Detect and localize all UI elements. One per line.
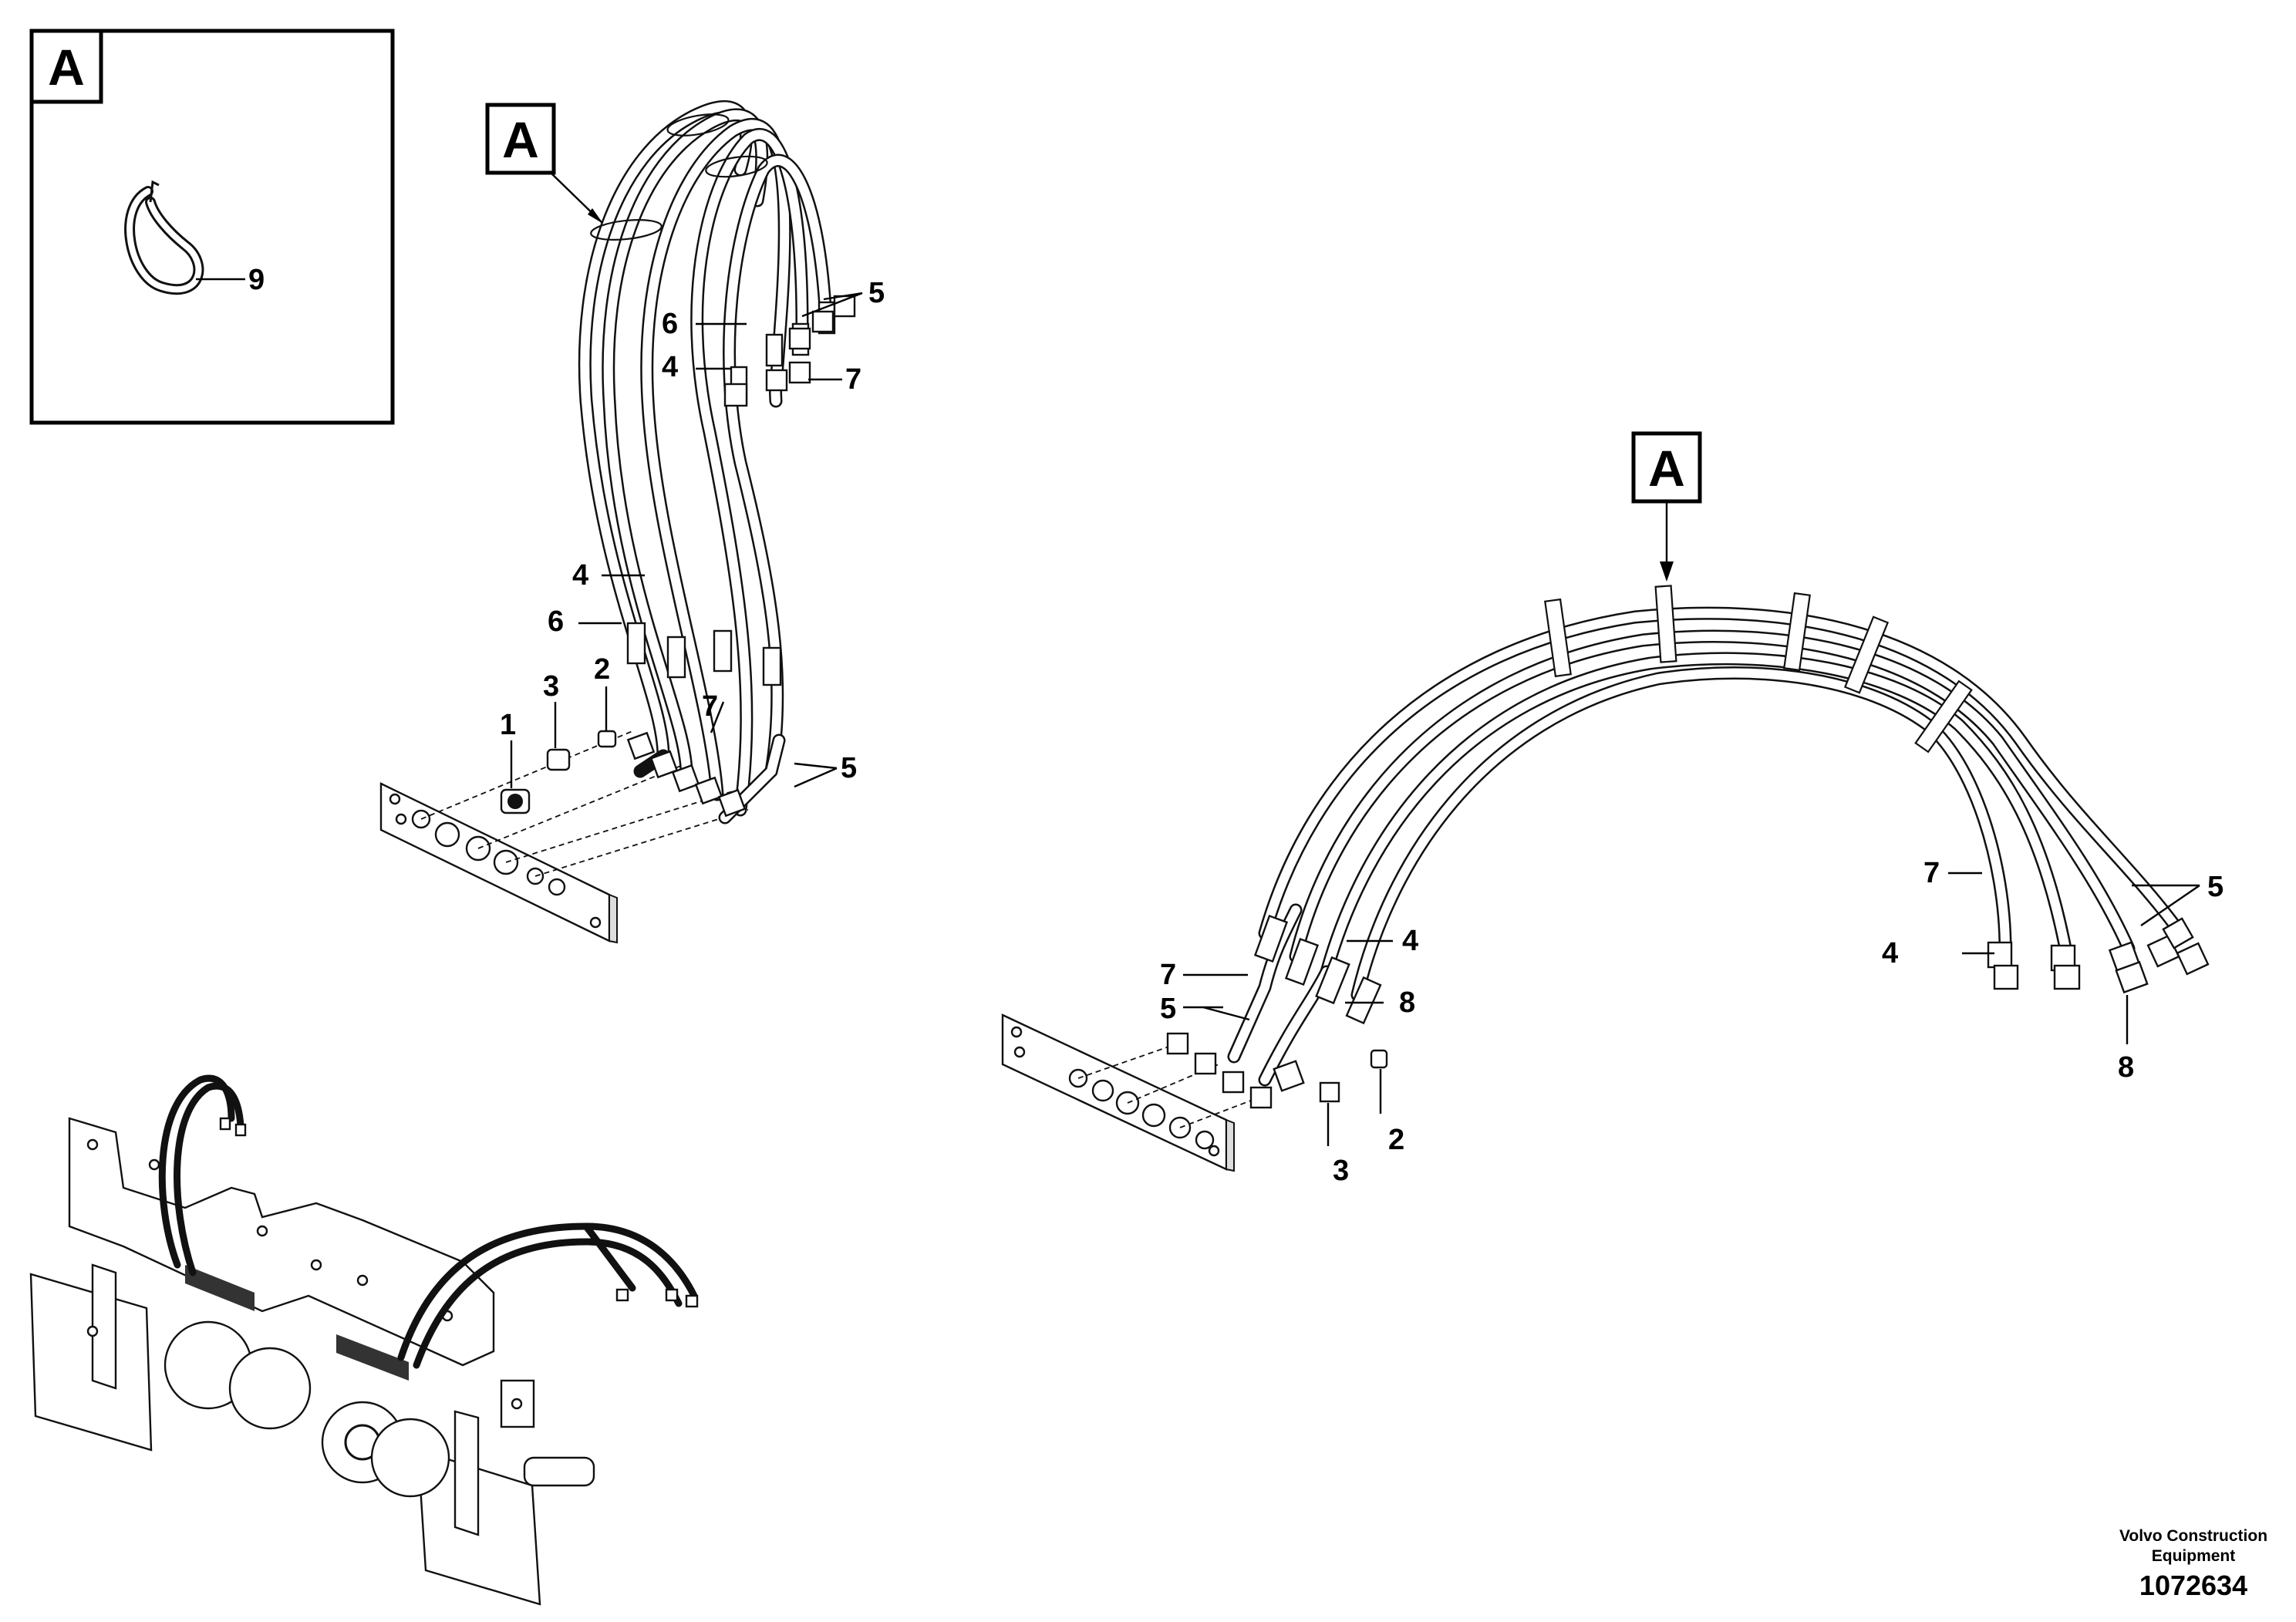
right-plate-fittings — [1166, 1032, 1388, 1109]
label-item-2: 2 — [594, 653, 610, 686]
detail-view-a: A 9 — [29, 29, 395, 425]
label-item-2-right: 2 — [1388, 1124, 1404, 1156]
part-3-adapter-right — [1319, 1081, 1340, 1103]
detail-frame — [29, 29, 395, 425]
right-mounting-plate — [1001, 1013, 1235, 1172]
label-item-3-right: 3 — [1333, 1155, 1349, 1187]
label-item-7-right-end: 7 — [1923, 857, 1940, 889]
part-2-plug — [597, 730, 617, 748]
label-item-8-right-end: 8 — [2118, 1051, 2134, 1084]
right-hose-assembly: A — [1001, 431, 2224, 1187]
label-item-9: 9 — [248, 264, 265, 296]
detail-marker-box — [29, 29, 103, 104]
label-item-4-left-end: 4 — [1402, 925, 1418, 957]
left-side-plate — [29, 1273, 153, 1452]
label-item-6-mid: 6 — [548, 605, 564, 638]
label-item-5-left-end: 5 — [1160, 993, 1176, 1025]
machine-overview — [29, 1074, 699, 1606]
label-item-7-mid: 7 — [702, 690, 718, 723]
actuator-cylinder — [523, 1456, 595, 1487]
left-bottom-fittings — [626, 731, 747, 818]
right-hoses — [1227, 585, 2182, 1087]
right-end-fittings — [1987, 917, 2210, 994]
left-marker-box — [485, 103, 556, 175]
label-item-1: 1 — [500, 709, 516, 741]
label-item-4-top: 4 — [662, 351, 678, 383]
label-item-7-left-end: 7 — [1160, 959, 1176, 991]
left-mounting-plate — [379, 782, 618, 944]
footer: Volvo Construction Equipment 1072634 — [2119, 1527, 2267, 1601]
label-item-5-top: 5 — [868, 277, 885, 309]
detail-marker-label: A — [48, 39, 85, 96]
label-item-6-top: 6 — [662, 308, 678, 340]
label-item-8-left-end: 8 — [1399, 986, 1415, 1019]
label-item-4-right-end: 4 — [1882, 937, 1898, 969]
part-2-plug-right — [1370, 1049, 1388, 1069]
left-marker-label: A — [502, 111, 539, 168]
label-item-4-mid: 4 — [572, 559, 588, 592]
part-number: 1072634 — [2139, 1570, 2247, 1601]
brand-line-1: Volvo Construction — [2119, 1527, 2267, 1545]
part-3-adapter — [546, 748, 571, 771]
brand-line-2: Equipment — [2152, 1547, 2236, 1565]
label-item-3: 3 — [543, 670, 559, 703]
label-item-5-bottom: 5 — [841, 752, 857, 784]
label-item-5-right-end: 5 — [2207, 871, 2224, 903]
label-item-7-top: 7 — [845, 363, 861, 396]
cable-tie-icon — [124, 180, 204, 295]
left-top-fittings — [723, 295, 856, 407]
right-marker-label: A — [1648, 440, 1685, 497]
left-hose-assembly: A — [379, 100, 885, 944]
left-loose-parts — [500, 730, 617, 814]
